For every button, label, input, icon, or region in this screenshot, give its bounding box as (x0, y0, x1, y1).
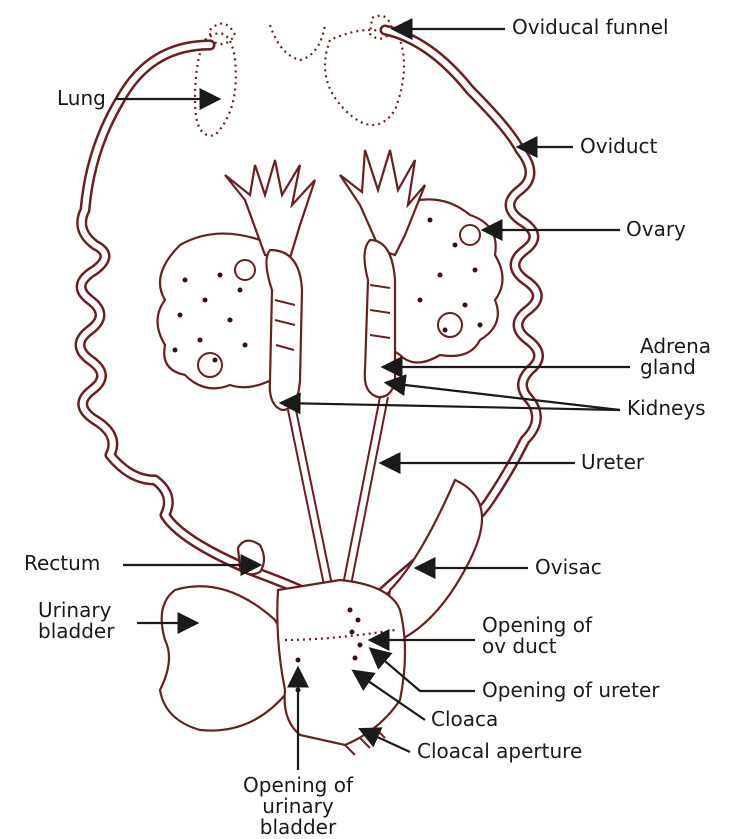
kidney-right (364, 240, 395, 397)
kidney-left (266, 250, 302, 410)
label-cloaca: Cloaca (431, 709, 498, 730)
label-ovisac: Ovisac (535, 557, 602, 578)
ureter-right (342, 397, 388, 590)
label-oviduct: Oviduct (580, 136, 657, 157)
ureter-left (288, 410, 333, 590)
cloaca (277, 580, 405, 755)
ovisac (389, 480, 482, 640)
label-oviducal-funnel: Oviducal funnel (512, 17, 669, 38)
pointer-cloacal-aperture (362, 730, 410, 752)
lung-right (325, 30, 404, 125)
label-opening-of-urinary-bladder: Opening of urinary bladder (223, 775, 373, 838)
rectum (238, 541, 264, 575)
label-opening-of-ureter: Opening of ureter (482, 680, 659, 701)
label-urinary-bladder: Urinary bladder (38, 600, 136, 642)
label-kidneys: Kidneys (627, 398, 706, 419)
label-adrenal-gland: Adrena gland (640, 336, 732, 378)
label-ureter: Ureter (581, 452, 644, 473)
label-ovary: Ovary (626, 219, 686, 240)
label-lung: Lung (57, 88, 106, 109)
label-rectum: Rectum (24, 553, 100, 574)
label-cloacal-aperture: Cloacal aperture (417, 741, 582, 762)
urinary-bladder (160, 586, 291, 730)
lung-middle (270, 25, 325, 60)
label-opening-of-ov-duct: Opening of ov duct (482, 615, 597, 657)
